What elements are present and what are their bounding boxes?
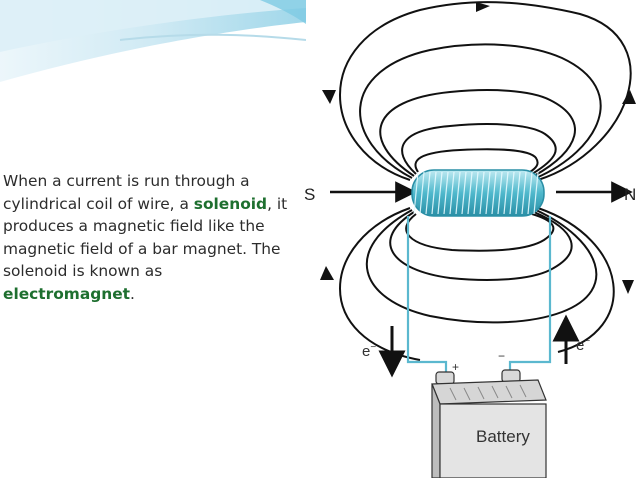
field-line-bottom-2	[366, 209, 598, 324]
term-solenoid: solenoid	[193, 194, 268, 213]
arrow-left-lower	[320, 266, 334, 280]
solenoid-diagram: S N e− e− + −	[304, 1, 636, 478]
electron-label-right: e−	[576, 336, 590, 354]
field-lines-top	[339, 1, 632, 181]
arrow-top-outer	[476, 2, 490, 12]
field-arrows	[320, 2, 636, 294]
electron-label-left: e−	[362, 342, 376, 360]
wire-right	[508, 216, 552, 376]
slide-paragraph: When a current is run through a cylindri…	[3, 170, 293, 305]
wire-left	[406, 216, 448, 376]
pole-north-label: N	[624, 185, 636, 204]
paragraph-text-1: When a current is run through a cylindri…	[3, 172, 250, 213]
term-electromagnet: electromagnet	[3, 284, 130, 303]
field-line-top-4	[401, 123, 557, 175]
field-line-top-2	[359, 43, 602, 179]
field-line-top-3	[379, 89, 576, 177]
paragraph-text-3: .	[130, 284, 135, 303]
battery-side	[431, 383, 441, 478]
arrow-right-lower	[622, 280, 634, 294]
battery-label: Battery	[476, 427, 530, 446]
field-line-top-1	[339, 1, 632, 181]
battery-cells	[449, 384, 527, 401]
field-lines-bottom	[339, 207, 615, 361]
circuit-wires	[406, 216, 552, 376]
field-line-bottom-1b	[537, 207, 615, 353]
solenoid-coil	[411, 169, 545, 217]
paragraph-text-2: , it produces a magnetic field like the …	[3, 194, 288, 281]
battery-front	[439, 403, 547, 478]
terminal-minus-label: −	[498, 349, 505, 363]
field-line-bottom-3	[389, 211, 573, 281]
arrow-right-outer	[622, 90, 636, 104]
battery-top	[431, 379, 547, 405]
battery: Battery	[431, 369, 547, 478]
decorative-swoosh	[0, 0, 306, 82]
text-panel: When a current is run through a cylindri…	[0, 0, 306, 478]
pole-south-label: S	[304, 185, 315, 204]
field-line-top-5	[414, 148, 539, 173]
field-line-bottom-1a	[339, 207, 421, 361]
field-line-bottom-4	[405, 213, 555, 252]
battery-terminal-positive	[435, 371, 455, 385]
terminal-plus-label: +	[452, 360, 459, 374]
arrow-left-outer	[322, 90, 336, 104]
